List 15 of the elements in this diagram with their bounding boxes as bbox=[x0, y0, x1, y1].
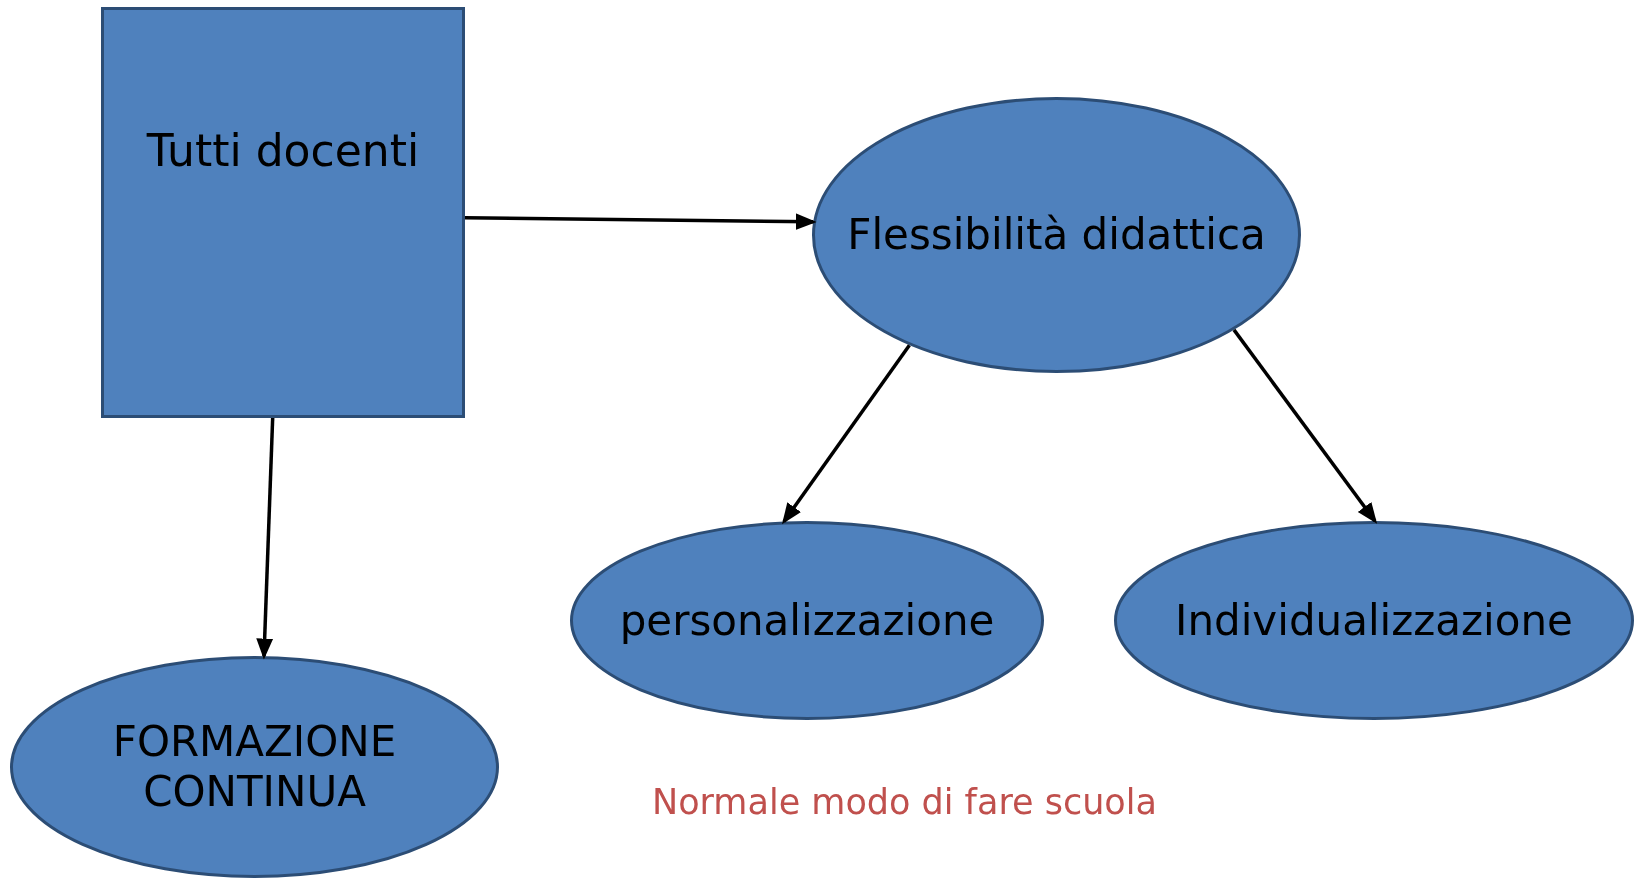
arrow bbox=[464, 213, 817, 231]
node-label: Individualizzazione bbox=[1174, 595, 1574, 646]
square-node bbox=[101, 7, 465, 418]
arrow bbox=[256, 417, 275, 660]
ellipse-node bbox=[570, 521, 1044, 720]
ellipse-node bbox=[10, 656, 499, 878]
node-label: Flessibilità didattica bbox=[846, 209, 1267, 261]
note-text: Normale modo di fare scuola bbox=[652, 782, 1157, 822]
node-label: FORMAZIONE CONTINUA bbox=[111, 716, 398, 818]
arrow bbox=[1232, 328, 1378, 524]
node-label: Tutti docenti bbox=[145, 125, 421, 178]
ellipse-node bbox=[1114, 521, 1634, 720]
arrow bbox=[782, 344, 911, 525]
ellipse-node bbox=[812, 97, 1301, 373]
node-label: personalizzazione bbox=[618, 595, 996, 646]
